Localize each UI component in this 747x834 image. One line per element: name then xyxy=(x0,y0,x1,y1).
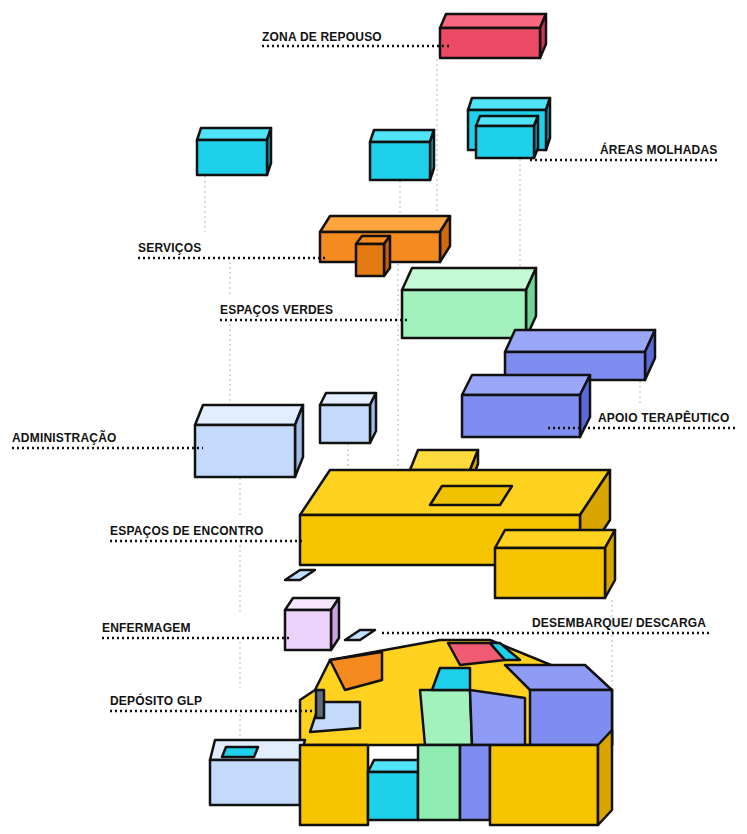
nursing-block xyxy=(285,598,339,650)
wet-area-block-part xyxy=(468,98,550,110)
leader-line-part xyxy=(110,710,318,713)
rest-zone-block xyxy=(440,14,546,58)
meeting-space-block-part xyxy=(410,450,478,470)
assembled-building-part xyxy=(490,745,598,825)
projection-line-part xyxy=(230,324,231,404)
projection-line-part xyxy=(240,478,241,515)
services-block-part xyxy=(440,216,450,262)
callout-label: APOIO TERAPÊUTICO xyxy=(598,411,729,425)
rest-zone-block-part xyxy=(440,14,546,28)
assembled-building-part xyxy=(222,747,258,757)
assembled-building-part xyxy=(210,760,300,805)
administration-block-part xyxy=(195,425,295,477)
leader-line-part xyxy=(102,637,290,640)
wet-area-block-part xyxy=(370,130,434,142)
meeting-space-block-part xyxy=(495,548,605,598)
assembled-building-part xyxy=(505,665,612,690)
therapeutic-support-block-part xyxy=(462,395,580,437)
assembled-building-part xyxy=(420,690,472,745)
callout-label: SERVIÇOS xyxy=(138,241,201,255)
meeting-space-block xyxy=(300,450,615,598)
wet-area-block-part xyxy=(197,140,267,175)
unloading-pad-part xyxy=(285,570,315,580)
projection-line-part xyxy=(240,714,241,740)
projection-line-part xyxy=(240,642,241,688)
assembled-building-part xyxy=(368,772,418,820)
projection-line-part xyxy=(520,159,521,266)
unloading-pad-part xyxy=(345,630,375,640)
nursing-block-part xyxy=(285,610,331,650)
meeting-space-block-part xyxy=(300,470,610,515)
assembled-building-part xyxy=(330,652,382,690)
services-block-part xyxy=(320,216,450,232)
assembled-building-part xyxy=(490,643,520,660)
leader-line-part xyxy=(530,159,720,162)
assembled-building-part xyxy=(530,690,612,745)
projection-line-part xyxy=(205,176,206,232)
callout-label: ÁREAS MOLHADAS xyxy=(600,143,717,157)
projection-line-part xyxy=(640,381,641,404)
leader-line-part xyxy=(220,319,410,322)
leader-line-part xyxy=(138,257,326,260)
leader-line xyxy=(12,46,738,711)
wet-area-block-part xyxy=(197,128,271,140)
projection-line-part xyxy=(437,59,438,214)
assembled-building-part xyxy=(460,745,490,820)
wet-area-block-part xyxy=(370,142,430,180)
wet-area-block-part xyxy=(476,116,538,126)
therapeutic-support-block-part xyxy=(505,330,655,352)
assembled-building-part xyxy=(418,745,460,820)
leader-line-part xyxy=(548,427,738,430)
assembled-building xyxy=(210,640,612,825)
assembled-building-part xyxy=(470,690,525,745)
projection-line xyxy=(205,59,640,740)
assembled-building-part xyxy=(368,760,424,772)
administration-block-part xyxy=(320,393,376,405)
assembled-building-part xyxy=(210,740,305,760)
green-space-block-part xyxy=(402,268,536,290)
assembled-building-part xyxy=(598,730,612,825)
assembled-building-part xyxy=(300,640,612,745)
services-block-part xyxy=(356,244,384,276)
callout-label: DEPÓSITO GLP xyxy=(110,694,202,708)
green-space-block-part xyxy=(526,268,536,338)
callout-label: ZONA DE REPOUSO xyxy=(262,30,382,44)
projection-line-part xyxy=(230,262,231,296)
therapeutic-support-block-part xyxy=(645,330,655,380)
green-space-block xyxy=(402,268,536,338)
callout-label: ADMINISTRAÇÃO xyxy=(12,431,117,445)
green-space-block-part xyxy=(402,290,526,338)
meeting-space-block-part xyxy=(605,530,615,598)
administration-block-part xyxy=(195,405,303,425)
assembled-building-part xyxy=(432,668,470,690)
callout-label: ENFERMAGEM xyxy=(102,621,191,635)
callout-label: ESPAÇOS VERDES xyxy=(220,303,333,317)
leader-line-part xyxy=(262,45,452,48)
callout-label: ESPAÇOS DE ENCONTRO xyxy=(110,524,264,538)
assembled-building-part xyxy=(316,690,324,718)
wet-area-block xyxy=(197,98,550,180)
wet-area-block-part xyxy=(476,126,534,158)
callout-label: DESEMBARQUE/ DESCARGA xyxy=(532,616,706,630)
therapeutic-support-block-part xyxy=(462,375,590,395)
meeting-space-block-part xyxy=(430,486,512,505)
leader-line-part xyxy=(382,632,712,635)
rest-zone-block-part xyxy=(440,28,540,58)
projection-line-part xyxy=(240,545,241,612)
projection-line-part xyxy=(398,264,399,500)
administration-block-part xyxy=(320,405,370,443)
meeting-space-block-part xyxy=(495,530,615,548)
leader-line-part xyxy=(110,540,304,543)
projection-line-part xyxy=(612,600,613,686)
administration-block xyxy=(195,393,376,477)
assembled-building-part xyxy=(300,745,368,825)
leader-line-part xyxy=(12,447,203,450)
